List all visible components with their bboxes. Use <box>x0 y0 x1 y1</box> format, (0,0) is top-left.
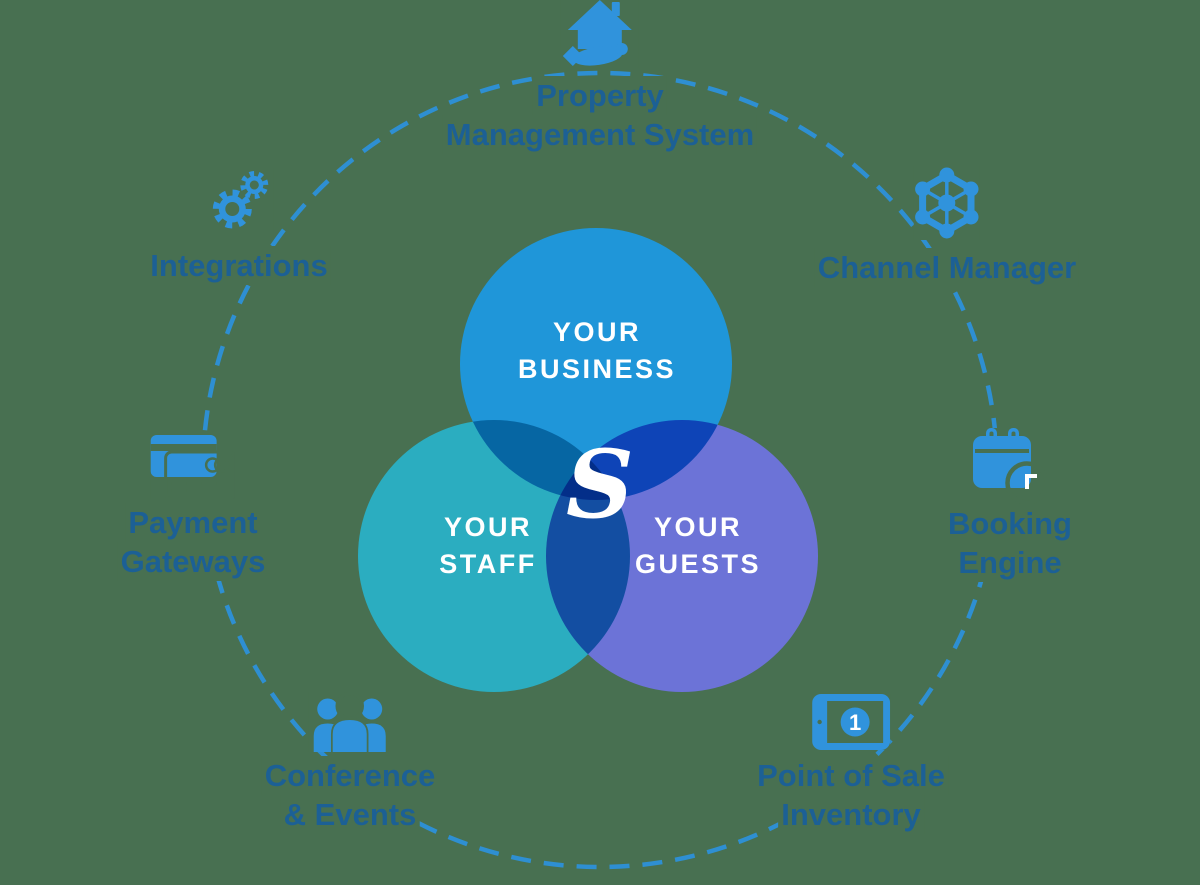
pos-badge-number: 1 <box>849 710 861 735</box>
node-label: Integrations <box>147 246 331 285</box>
label-line: Payment <box>125 503 261 542</box>
venn-label-staff-line1: YOUR <box>443 512 533 542</box>
label-line: Point of Sale <box>754 756 948 795</box>
brand-s-logo: S <box>566 430 634 541</box>
label-line: Inventory <box>778 795 924 834</box>
label-line: Channel Manager <box>814 248 1080 287</box>
label-line: Management System <box>442 115 758 154</box>
node-label: Conference & Events <box>261 756 439 834</box>
label-line: & Events <box>280 795 420 834</box>
label-line: Property <box>533 76 667 115</box>
node-booking-engine: Booking Engine <box>945 428 1075 582</box>
venn-circle-guests <box>546 420 818 692</box>
venn-label-staff-line2: STAFF <box>439 549 537 579</box>
node-channel-manager: Channel Manager <box>814 166 1080 287</box>
node-payment-gateways: Payment Gateways <box>117 435 269 581</box>
venn-label-guests: YOUR GUESTS <box>635 509 761 583</box>
venn-label-staff: YOUR STAFF <box>439 509 536 583</box>
venn-label-guests-line1: YOUR <box>653 512 742 542</box>
house-hand-icon <box>560 0 639 68</box>
credit-cards-icon <box>150 435 237 501</box>
node-conference-events: Conference & Events <box>261 691 439 834</box>
node-point-of-sale-inventory: 1 Point of Sale Inventory <box>754 694 948 834</box>
label-line: Conference <box>261 756 439 795</box>
venn-diagram <box>330 210 870 710</box>
label-line: Integrations <box>147 246 331 285</box>
node-integrations: Integrations <box>147 168 331 285</box>
node-property-management-system: Property Management System <box>442 0 758 154</box>
network-hub-icon <box>913 166 980 240</box>
calendar-clock-icon <box>973 428 1049 505</box>
label-line: Gateways <box>117 542 269 581</box>
venn-label-business: YOUR BUSINESS <box>518 314 676 388</box>
label-line: Booking <box>945 504 1075 543</box>
venn-label-business-line2: BUSINESS <box>517 354 677 384</box>
people-group-icon <box>308 691 391 755</box>
node-label: Booking Engine <box>945 504 1075 582</box>
tablet-pos-icon: 1 <box>812 694 890 750</box>
node-label: Channel Manager <box>814 248 1080 287</box>
gears-icon <box>205 168 273 232</box>
venn-label-business-line1: YOUR <box>552 317 642 347</box>
node-label: Property Management System <box>442 76 758 154</box>
label-line: Engine <box>955 543 1065 582</box>
node-label: Payment Gateways <box>117 503 269 581</box>
venn-label-guests-line2: GUESTS <box>634 549 762 579</box>
node-label: Point of Sale Inventory <box>754 756 948 834</box>
